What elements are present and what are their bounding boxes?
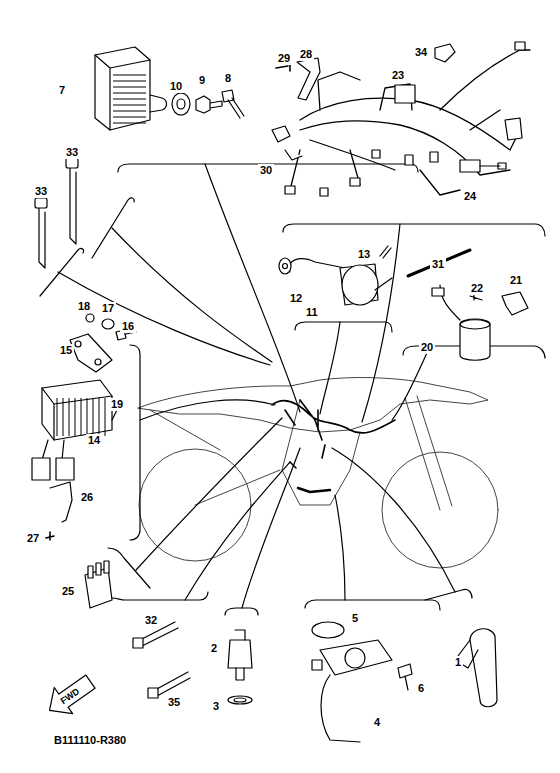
callout-number: 27: [25, 532, 41, 545]
callout-number: 19: [109, 398, 125, 411]
callout-number: 20: [419, 341, 435, 354]
callout-number: 16: [120, 320, 136, 333]
callout-number: 11: [304, 306, 320, 319]
callout-number: 35: [166, 696, 182, 709]
callout-number: 7: [57, 84, 67, 97]
callout-number: 21: [508, 274, 524, 287]
callout-number: 18: [76, 300, 92, 313]
callout-number: 30: [258, 164, 274, 177]
callout-number: 15: [58, 344, 74, 357]
callout-number: 12: [288, 292, 304, 305]
callout-number: 8: [223, 72, 233, 85]
callout-number: 33: [33, 185, 49, 198]
callout-number: 4: [372, 716, 382, 729]
callout-number: 32: [143, 614, 159, 627]
callout-number: 3: [211, 700, 221, 713]
callout-number: 14: [86, 434, 102, 447]
callout-number: 2: [209, 642, 219, 655]
callout-number: 24: [462, 190, 478, 203]
callout-number: 31: [430, 258, 446, 271]
callout-number: 22: [469, 282, 485, 295]
callout-number: 6: [416, 682, 426, 695]
callout-number: 29: [276, 52, 292, 65]
callout-number: 5: [350, 612, 360, 625]
callout-number: 1: [453, 656, 463, 669]
diagram-code: B111110-R380: [52, 734, 128, 747]
callout-number: 13: [356, 248, 372, 261]
callout-number: 25: [60, 585, 76, 598]
callout-number: 23: [390, 69, 406, 82]
callout-number: 17: [100, 302, 116, 315]
callout-number: 28: [298, 48, 314, 61]
callout-number: 9: [197, 74, 207, 87]
callout-number: 34: [413, 46, 429, 59]
callout-number: 33: [64, 146, 80, 159]
callout-number: 10: [168, 80, 184, 93]
callout-number: 26: [79, 491, 95, 504]
